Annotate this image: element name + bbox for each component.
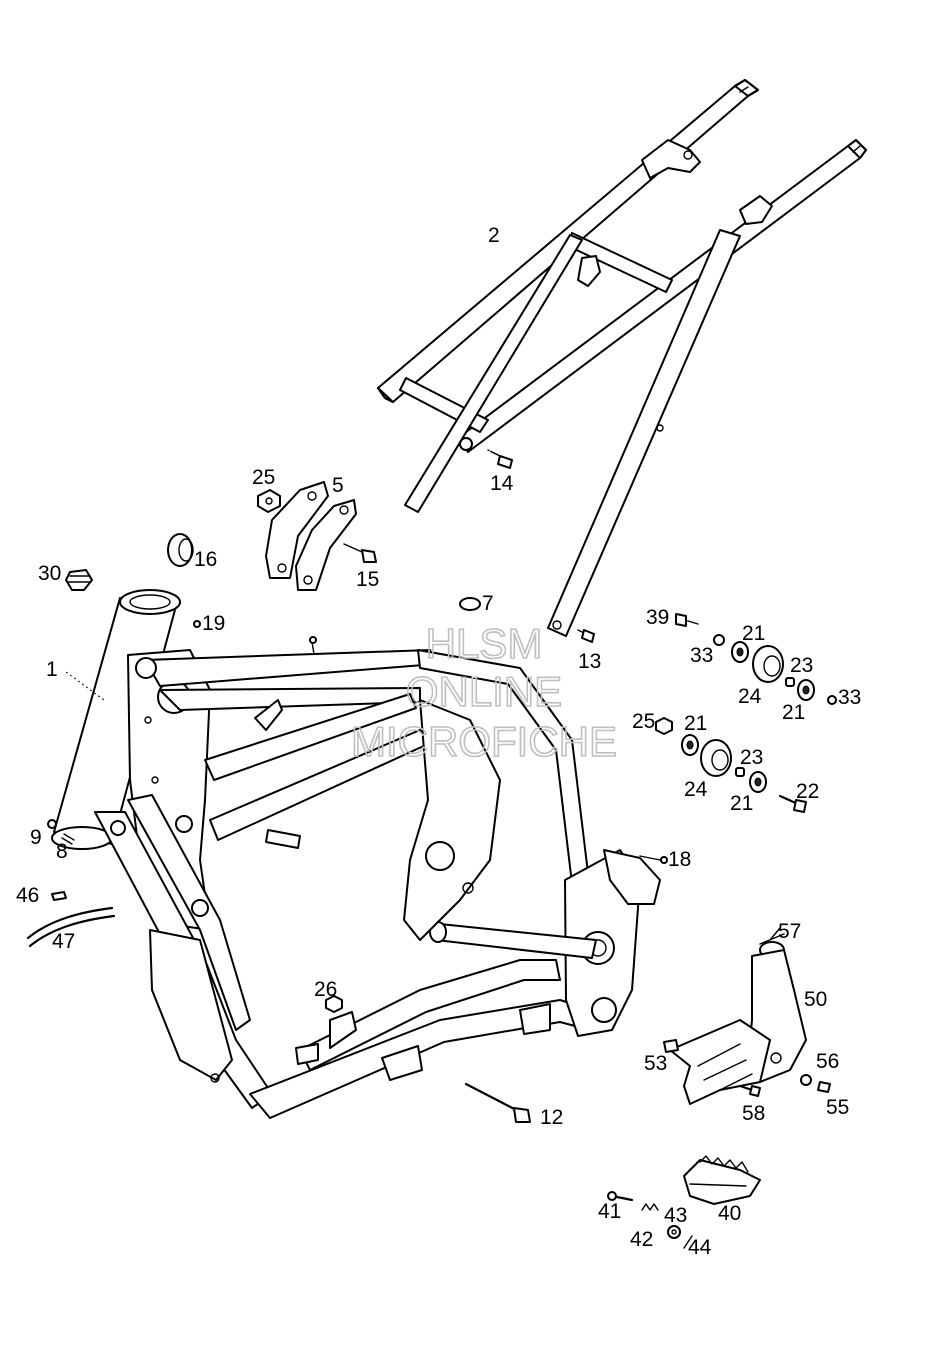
label-50: 50	[804, 988, 827, 1011]
label-22: 22	[796, 780, 819, 803]
label-47: 47	[52, 930, 75, 953]
label-43: 43	[664, 1204, 687, 1227]
label-7: 7	[482, 592, 494, 615]
label-13: 13	[578, 650, 601, 673]
label-19: 19	[202, 612, 225, 635]
label-5: 5	[332, 474, 344, 497]
chain-guide-assembly	[663, 927, 831, 1105]
watermark-line-3: MICROFICHE	[351, 718, 617, 765]
label-23b: 23	[740, 746, 763, 769]
label-26: 26	[314, 978, 337, 1001]
label-44: 44	[688, 1236, 712, 1259]
label-21c: 21	[684, 712, 707, 735]
label-24a: 24	[738, 685, 762, 708]
footpeg-assembly	[607, 1155, 761, 1249]
label-57: 57	[778, 920, 801, 943]
label-2: 2	[488, 224, 500, 247]
main-frame	[51, 589, 661, 1119]
label-56: 56	[816, 1050, 839, 1073]
label-18: 18	[668, 848, 691, 871]
label-1: 1	[46, 658, 58, 681]
rear-subframe	[376, 78, 868, 637]
label-41: 41	[598, 1200, 621, 1223]
label-55: 55	[826, 1096, 849, 1119]
label-58: 58	[742, 1102, 765, 1125]
label-42: 42	[630, 1228, 653, 1251]
label-53: 53	[644, 1052, 667, 1075]
label-24b: 24	[684, 778, 708, 801]
watermark-line-1: HLSM	[426, 620, 543, 667]
label-30: 30	[38, 562, 61, 585]
label-21d: 21	[730, 792, 753, 815]
nut-icon	[257, 489, 281, 513]
label-21b: 21	[782, 701, 805, 724]
label-46: 46	[16, 884, 39, 907]
label-25b: 25	[632, 710, 655, 733]
label-39: 39	[646, 606, 669, 629]
label-33a: 33	[690, 644, 713, 667]
label-25a: 25	[252, 466, 275, 489]
label-23a: 23	[790, 654, 813, 677]
callout-labels: 2 14 25 5 16 15 30 19 7 1 13 39 33 21 23…	[16, 224, 861, 1259]
small-parts	[26, 449, 837, 1123]
label-12: 12	[540, 1106, 563, 1129]
label-21a: 21	[742, 622, 765, 645]
label-16: 16	[194, 548, 217, 571]
watermark-line-2: ONLINE	[406, 668, 562, 715]
label-15: 15	[356, 568, 379, 591]
watermark: HLSM ONLINE MICROFICHE	[350, 619, 618, 766]
label-33b: 33	[838, 686, 861, 709]
label-9: 9	[30, 826, 42, 849]
label-8: 8	[56, 840, 68, 863]
label-40: 40	[718, 1202, 741, 1225]
label-14: 14	[490, 472, 514, 495]
